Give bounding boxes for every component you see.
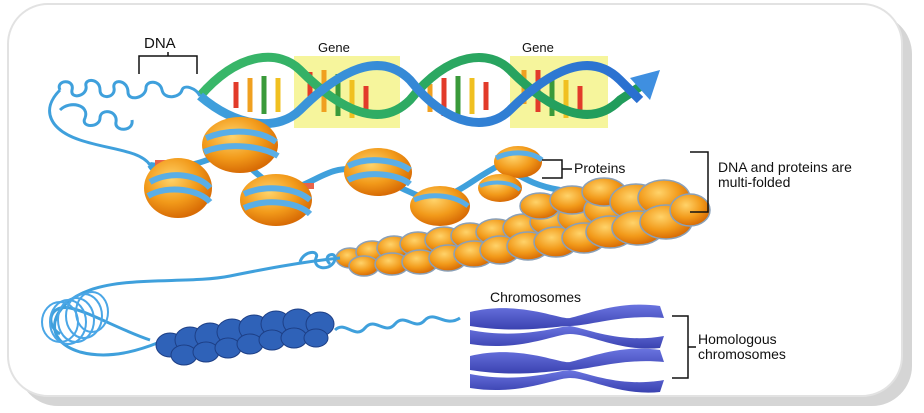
multi-folded-label: DNA and proteins are multi-folded — [718, 160, 878, 189]
proteins-label: Proteins — [574, 161, 625, 176]
homologous-chromosomes-label: Homologous chromosomes — [698, 332, 868, 361]
chromosomes-label: Chromosomes — [490, 290, 581, 305]
gene-label-2: Gene — [522, 41, 554, 55]
gene-label-1: Gene — [318, 41, 350, 55]
histone — [344, 148, 412, 196]
histone — [494, 146, 542, 178]
histone — [202, 117, 278, 173]
histone — [144, 158, 212, 218]
dna-label: DNA — [144, 36, 176, 52]
histone — [240, 174, 312, 226]
histone — [410, 186, 470, 226]
histone — [478, 174, 522, 202]
